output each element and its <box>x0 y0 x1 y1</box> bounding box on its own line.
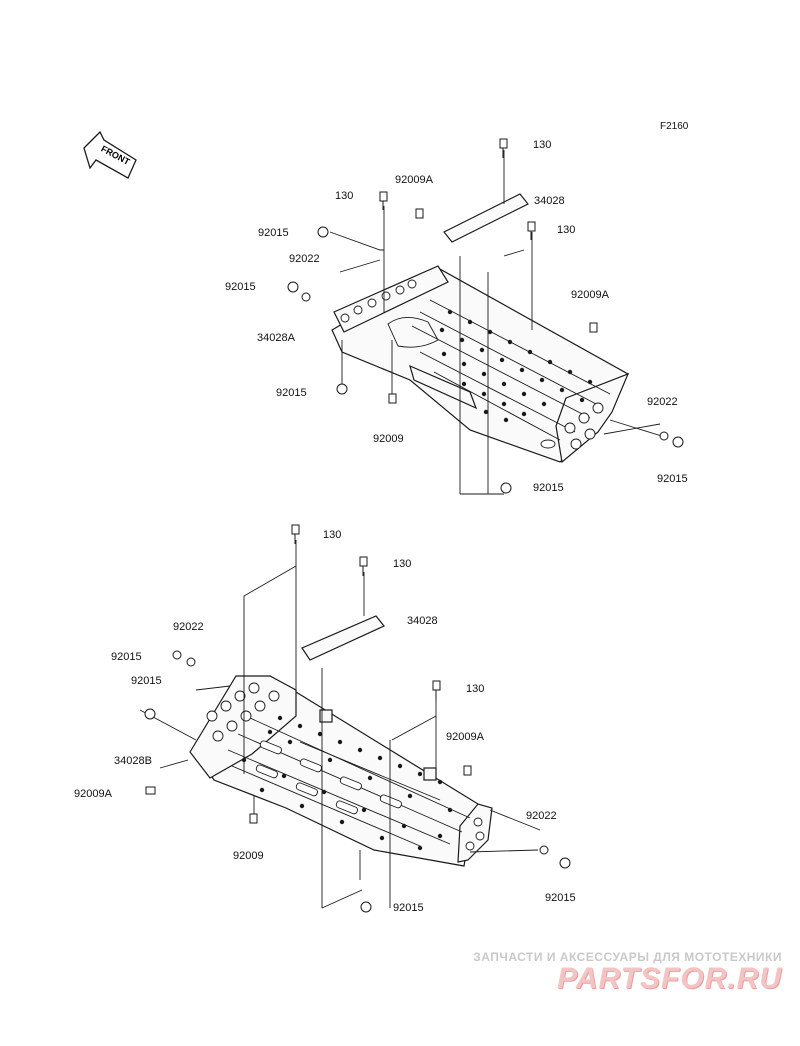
callout-92015-h: 92015 <box>545 892 576 904</box>
callout-92015-f: 92015 <box>111 651 142 663</box>
callout-34028-a: 34028 <box>534 195 565 207</box>
callout-34028a: 34028A <box>257 332 296 344</box>
callout-130-d: 130 <box>323 529 341 541</box>
callout-92015-a: 92015 <box>258 227 289 239</box>
callout-130-c: 130 <box>557 224 575 236</box>
figure-code: F2160 <box>660 121 689 132</box>
watermark: ЗАПЧАСТИ И АКСЕССУАРЫ ДЛЯ МОТОТЕХНИКИ PA… <box>473 950 782 996</box>
callout-92015-g: 92015 <box>131 675 162 687</box>
watermark-tagline: ЗАПЧАСТИ И АКСЕССУАРЫ ДЛЯ МОТОТЕХНИКИ <box>473 950 782 964</box>
callout-34028b: 34028B <box>114 755 152 767</box>
callout-92009a-b: 92009A <box>571 289 610 301</box>
callout-92009-a: 92009 <box>373 433 404 445</box>
callout-92009a-d: 92009A <box>74 788 113 800</box>
callout-92015-e: 92015 <box>533 482 564 494</box>
upper-callouts: 130 130 92009A 34028 130 92015 92022 920… <box>225 139 688 494</box>
callout-130-e: 130 <box>393 558 411 570</box>
callout-92015-i: 92015 <box>393 902 424 914</box>
callout-92009a-a: 92009A <box>395 174 434 186</box>
watermark-logo: PARTSFOR.RU <box>557 962 782 995</box>
callout-34028-b: 34028 <box>407 615 438 627</box>
callout-92015-b: 92015 <box>225 281 256 293</box>
front-arrow-icon: FRONT <box>83 130 137 179</box>
callout-92022-d: 92022 <box>526 810 557 822</box>
lower-callouts: 130 130 34028 92022 92015 92015 130 9200… <box>74 529 576 914</box>
callout-92009a-c: 92009A <box>446 731 485 743</box>
callout-130-b: 130 <box>335 190 353 202</box>
lower-carrier-assembly <box>139 524 571 913</box>
callout-92022-a: 92022 <box>289 253 320 265</box>
callout-130-a: 130 <box>533 139 551 151</box>
callout-92022-c: 92022 <box>173 621 204 633</box>
callout-92015-c: 92015 <box>276 387 307 399</box>
callout-130-f: 130 <box>466 683 484 695</box>
upper-carrier-assembly <box>287 138 684 495</box>
callout-92022-b: 92022 <box>647 396 678 408</box>
callout-92009-b: 92009 <box>233 850 264 862</box>
callout-92015-d: 92015 <box>657 473 688 485</box>
